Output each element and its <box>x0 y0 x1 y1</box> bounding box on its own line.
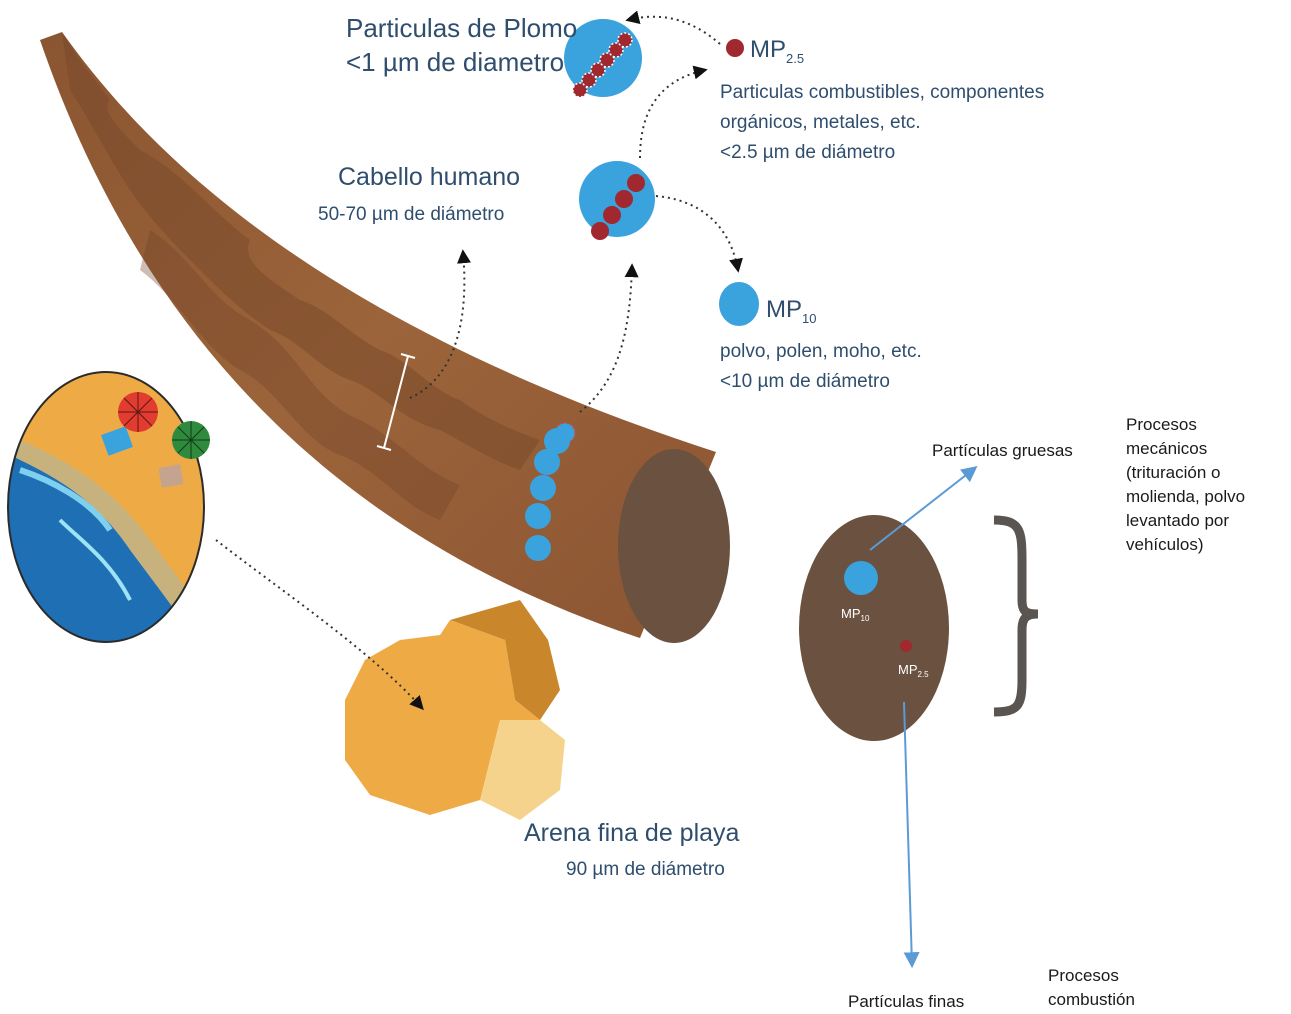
sand-size: 90 µm de diámetro <box>566 859 725 880</box>
hair-diameter-bar <box>383 355 409 449</box>
dotted-connectors <box>215 10 743 711</box>
coarse-arrow <box>869 466 978 551</box>
fine-arrow <box>903 701 920 969</box>
cross-pm25-label: MP2.5 <box>898 662 929 679</box>
fine-particles-label: Partículas finas <box>848 992 965 1011</box>
pm10-legend-marker <box>719 282 759 326</box>
towel-grey <box>158 464 184 488</box>
sand-grain <box>345 600 565 820</box>
pm25-label: MP2.5 <box>750 36 805 66</box>
hair-particle-pm10 <box>525 503 551 529</box>
hair-size: 50-70 µm de diámetro <box>318 204 505 225</box>
hair-bar-cap1 <box>376 445 392 451</box>
cross-pm25-particle <box>900 640 912 652</box>
pm10-description: polvo, polen, moho, etc. <10 µm de diáme… <box>720 341 922 392</box>
combustion-processes-text: Procesos combustión <box>1048 966 1135 1009</box>
human-hair <box>40 32 730 643</box>
pm10-label: MP10 <box>766 296 817 326</box>
hair-title: Cabello humano <box>338 163 521 191</box>
mechanical-processes-text: Procesos mecánicos (trituración o molien… <box>1126 415 1246 554</box>
hair-particle-pm10 <box>534 449 560 475</box>
hair-cross-section-end <box>618 449 730 643</box>
pm25-chain-circle <box>579 161 655 240</box>
lead-title: Particulas de Plomo <box>346 13 578 43</box>
sand-title: Arena fina de playa <box>524 819 740 847</box>
cross-pm10-label: MP10 <box>841 606 870 623</box>
lead-particle-circle <box>564 19 642 98</box>
hair-particle-pm10 <box>544 428 570 454</box>
hair-bar-cap2 <box>400 353 416 359</box>
towel-blue <box>101 426 133 456</box>
cross-section <box>799 515 949 741</box>
coarse-particles-label: Partículas gruesas <box>932 441 1073 460</box>
pm25-legend-marker <box>726 39 744 57</box>
beach-circle <box>7 371 210 643</box>
brace <box>993 515 1039 717</box>
hair-bands <box>62 32 540 470</box>
hair-particle-pm10 <box>525 535 551 561</box>
hair-particle-pm10 <box>530 475 556 501</box>
cross-pm10-particle <box>844 561 878 595</box>
pm25-description: Particulas combustibles, componentes org… <box>720 82 1045 163</box>
lead-size: <1 µm de diametro <box>346 47 565 77</box>
